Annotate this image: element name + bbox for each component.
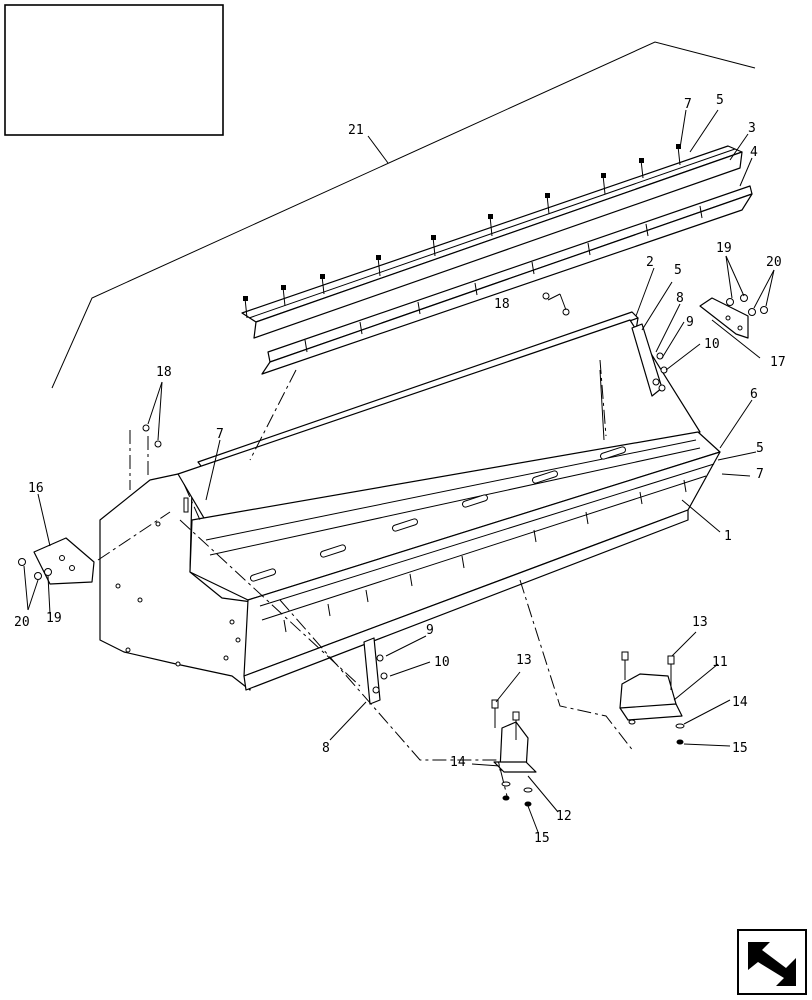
nuts-19-20-left (18, 558, 52, 580)
callout-10: 10 (704, 337, 720, 352)
callout-8: 8 (676, 291, 684, 306)
callout-13: 13 (692, 615, 708, 630)
callout-4: 4 (750, 145, 758, 160)
bracket-8-lower (363, 637, 388, 705)
callout-21: 21 (348, 123, 364, 138)
callout-labels: 21 7 5 3 4 2 5 18 19 20 8 9 10 17 18 6 5… (14, 93, 786, 846)
callout-15: 15 (732, 741, 748, 756)
upper-rail-4 (261, 185, 753, 375)
fasteners-12 (491, 699, 533, 807)
callout-20: 20 (14, 615, 30, 630)
callout-3: 3 (748, 121, 756, 136)
callout-15: 15 (534, 831, 550, 846)
callout-16: 16 (28, 481, 44, 496)
support-bracket-12 (493, 721, 537, 773)
callout-18: 18 (156, 365, 172, 380)
callout-2: 2 (646, 255, 654, 270)
nuts-19-20-right (726, 294, 768, 316)
callout-9: 9 (686, 315, 694, 330)
assembly-bracket-line (51, 41, 756, 389)
leader-lines (23, 109, 775, 833)
callout-14: 14 (450, 755, 466, 770)
fasteners-11 (621, 651, 685, 745)
bracket-17 (699, 297, 749, 339)
callout-14: 14 (732, 695, 748, 710)
assembly-dashed-lines (97, 359, 635, 801)
callout-5: 5 (756, 441, 764, 456)
callout-20: 20 (766, 255, 782, 270)
bolts-18-middle (542, 292, 570, 316)
upper-rail-bolts (243, 144, 703, 353)
fasteners-9-10-upper (652, 352, 668, 392)
callout-19: 19 (46, 611, 62, 626)
callout-5: 5 (674, 263, 682, 278)
upper-rail-3 (241, 145, 743, 339)
next-page-arrow-icon[interactable] (737, 929, 807, 995)
callout-8: 8 (322, 741, 330, 756)
callout-19: 19 (716, 241, 732, 256)
callout-6: 6 (750, 387, 758, 402)
callout-9: 9 (426, 623, 434, 638)
callout-18: 18 (494, 297, 510, 312)
callout-7: 7 (684, 97, 692, 112)
callout-17: 17 (770, 355, 786, 370)
front-rail-bolts (283, 479, 687, 633)
callout-7: 7 (756, 467, 764, 482)
callout-11: 11 (712, 655, 728, 670)
callout-13: 13 (516, 653, 532, 668)
reference-box (4, 4, 224, 136)
callout-7: 7 (216, 427, 224, 442)
bolts-18-left (142, 424, 162, 448)
support-bracket-11 (619, 673, 683, 721)
callout-1: 1 (724, 529, 732, 544)
callout-5: 5 (716, 93, 724, 108)
callout-10: 10 (434, 655, 450, 670)
leader-21 (367, 135, 389, 164)
main-trough-body (99, 319, 721, 691)
bracket-16 (33, 537, 95, 585)
callout-12: 12 (556, 809, 572, 824)
